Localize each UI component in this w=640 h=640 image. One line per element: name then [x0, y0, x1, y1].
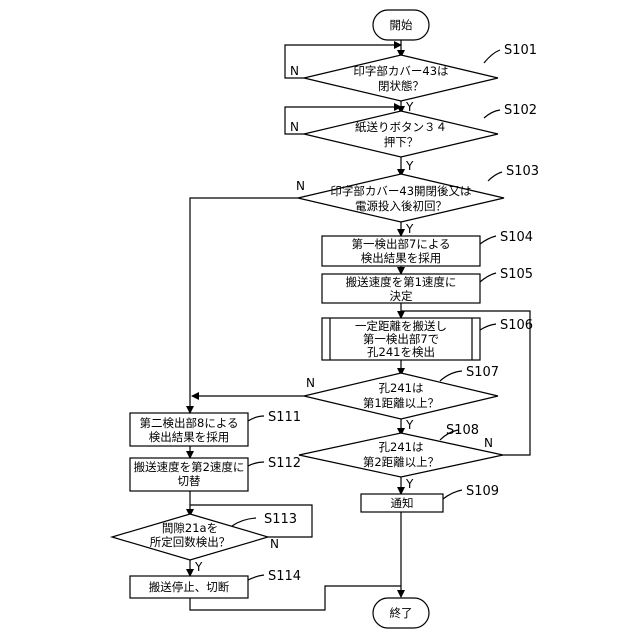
s113-line1: 間隙21aを	[162, 521, 218, 535]
s104-line2: 検出結果を採用	[361, 251, 442, 265]
s103-line2: 電源投入後初回？	[355, 199, 447, 213]
step-leader	[248, 462, 264, 466]
step-leader	[484, 50, 500, 63]
step-leader	[480, 273, 496, 282]
step-label-s112: S112	[268, 456, 301, 471]
step-label-s106: S106	[500, 318, 533, 333]
step-label-s113: S113	[264, 512, 297, 527]
yes-label: Y	[405, 477, 414, 491]
s102-line1: 紙送りボタン３４	[355, 120, 447, 134]
decision-s102	[304, 111, 498, 157]
step-label-s103: S103	[506, 164, 539, 179]
s104-line1: 第一検出部7による	[352, 237, 451, 251]
decision-s101	[304, 55, 498, 101]
s106-line2: 第一検出部7で	[363, 332, 439, 346]
yes-label: Y	[194, 560, 203, 574]
step-label-s111: S111	[268, 410, 301, 425]
no-label: N	[290, 120, 299, 134]
s101-line1: 印字部カバー43は	[353, 64, 448, 78]
no-label: N	[270, 537, 279, 551]
step-label-s108: S108	[446, 423, 479, 438]
s105-line2: 決定	[390, 289, 413, 303]
s108-line2: 第2距離以上？	[363, 455, 439, 469]
yes-label: Y	[405, 159, 414, 173]
s106-line1: 一定距離を搬送し	[355, 319, 447, 333]
step-leader	[484, 110, 500, 118]
step-leader	[248, 575, 264, 580]
step-label-s102: S102	[504, 103, 537, 118]
s112-line2: 切替	[178, 474, 201, 488]
s114-line1: 搬送停止、切断	[149, 580, 230, 594]
end-label: 終了	[390, 606, 413, 620]
step-leader	[248, 416, 264, 421]
s106-line3: 孔241を検出	[367, 345, 435, 359]
step-leader	[232, 518, 256, 526]
step-leader	[488, 172, 502, 181]
step-leader	[480, 236, 496, 244]
s101-line2: 閉状態？	[378, 79, 424, 93]
decision-s103	[298, 174, 504, 222]
step-label-s101: S101	[504, 43, 537, 58]
s111-line2: 検出結果を採用	[149, 430, 230, 444]
s108-line1: 孔241は	[379, 440, 424, 454]
s105-line1: 搬送速度を第1速度に	[346, 275, 457, 289]
s107-line2: 第1距離以上？	[363, 396, 439, 410]
s112-line1: 搬送速度を第2速度に	[134, 460, 245, 474]
branch-connector	[190, 198, 298, 396]
step-label-s104: S104	[500, 230, 533, 245]
step-leader	[443, 490, 462, 499]
s109-line1: 通知	[391, 496, 414, 510]
step-leader	[480, 324, 496, 330]
s103-line1: 印字部カバー43開閉後又は	[330, 184, 471, 198]
step-leader	[440, 371, 462, 381]
yes-label: Y	[405, 418, 414, 432]
step-label-s114: S114	[268, 569, 301, 584]
s111-line1: 第二検出部8による	[140, 416, 239, 430]
start-label: 開始	[390, 18, 413, 32]
s107-line1: 孔241は	[379, 381, 424, 395]
no-label: N	[306, 376, 315, 390]
step-label-s109: S109	[466, 484, 499, 499]
yes-label: Y	[405, 222, 414, 236]
s113-line2: 所定回数検出？	[150, 535, 231, 549]
step-label-s105: S105	[500, 267, 533, 282]
s102-line2: 押下？	[384, 135, 419, 149]
step-label-s107: S107	[466, 365, 499, 380]
no-label: N	[290, 64, 299, 78]
no-label: N	[484, 436, 493, 450]
no-label: N	[296, 179, 305, 193]
